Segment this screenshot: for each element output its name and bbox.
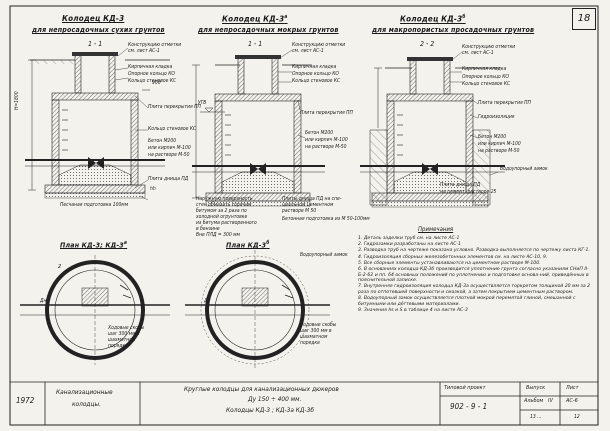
tb-desc-a: Круглые колодцы для канализационных дюке… [184, 385, 339, 393]
label-rastvor: на растворе М-50 [148, 152, 190, 158]
note-item: 3. Разводка труб на чертеже показана усл… [358, 248, 590, 254]
subtitle-kd3: для непросадочных сухих грунтов [32, 26, 165, 34]
tb-desc-c: Колодцы КД-3 ; КД-3а КД-3б [226, 406, 314, 414]
section-mark-1: 1 - 1 [88, 40, 103, 48]
label-kirpich-b: или кирпич М-100 [478, 141, 521, 147]
label-pesch-podg: Песчаная подготовка 100мм [60, 202, 129, 208]
sheet-frame [9, 5, 599, 426]
tb-sheet-code: АС-6 [566, 398, 578, 404]
label-beton-b: Бетон М200 [478, 134, 507, 140]
tb-desc-b: Ду 150 ÷ 400 мм. [248, 395, 302, 403]
plan-kd3b [185, 250, 330, 370]
label-opor-kolco: Опорное кольцо КО [128, 71, 175, 77]
section-kd3a [192, 49, 325, 207]
label-opor-kolco-a: Опорное кольцо КО [292, 71, 339, 77]
label-kolco-sten2: Кольцо стеновое КС [148, 126, 197, 132]
note-item: 7. Внутренняя гидроизоляция колодца КД-3… [358, 284, 591, 295]
tb-bottom-num: 12 [574, 414, 580, 420]
tb-vyp-label: Выпуск [526, 385, 546, 391]
label-cement: на цемент. растворе 25 [440, 189, 497, 195]
notes-list: 1. Деталь заделки труб см. на листе АС-1… [358, 236, 596, 314]
label-h900: 900 [152, 80, 161, 86]
tb-project-num: 902 - 9 - 1 [450, 402, 488, 411]
title-block [10, 381, 598, 425]
subtitle-kd3a: для непросадочных мокрых грунтов [198, 26, 339, 34]
label-plita-perekr-b: Плита перекрытия ПП [478, 100, 531, 106]
label-kolco-sten-b: Кольцо стеновое КС [462, 81, 511, 87]
tb-album: Альбом [524, 398, 544, 404]
label-plita-perekr: Плита перекрытия ПП [148, 104, 201, 110]
note-item: 4. Гидроизоляция сборных железобетонных … [358, 254, 548, 260]
tb-vyp-value: Лист [566, 385, 579, 391]
tb-project-label: Типовой проект [444, 385, 486, 391]
subtitle-kd3b: для макропористых просадочных грунтов [372, 26, 535, 34]
label-kolco-sten: Кольцо стеновое КС [128, 78, 177, 84]
label-vodoupor: Водоупорный замок [500, 166, 548, 172]
label-beton: Бетон М200 [148, 138, 177, 144]
note-item: 2. Гидрозамки разработаны на листе АС-1 [358, 242, 461, 248]
label-hh: hh [150, 186, 156, 192]
label-gidroiz: Гидроизоляция [478, 114, 515, 120]
title-kd3: Колодец КД-3 [62, 14, 125, 23]
plan-title-1: План КД-3; КД-3а [60, 240, 128, 250]
note-item: 5. Все сборные элементы устанавливаются … [358, 260, 541, 266]
plan-kd3: 2 [20, 255, 170, 365]
label-kirpich-a: или кирпич М-100 [305, 137, 348, 143]
note-item: 1. Деталь заделки труб см. на листе АС-1 [358, 236, 460, 241]
section-mark-1b: 1 - 1 [248, 40, 263, 48]
note-item: 6. В основаниях колодца КД-3б производит… [358, 266, 589, 284]
plan-title-2: План КД-3б [226, 240, 270, 250]
plan-label-dn: Дн [40, 298, 47, 304]
label-kirpich: или кирпич М-100 [148, 145, 191, 151]
label-rastvor-a: на растворе М-50 [305, 144, 347, 150]
label-h1800: Н=1800 [14, 91, 20, 110]
section-kd3 [25, 47, 170, 201]
tb-name-b: колодцы. [72, 400, 101, 408]
svg-text:2: 2 [58, 264, 61, 270]
label-rastvor-b: на растворе М-50 [478, 148, 520, 154]
label-beton-a: Бетон М200 [305, 130, 334, 136]
title-kd3a: Колодец КД-3а [222, 14, 288, 24]
section-mark-2: 2 - 2 [420, 40, 435, 48]
label-opor-kolco-b: Опорное кольцо КО [462, 74, 509, 80]
sheet-number: 18 [572, 8, 596, 30]
plan-label-dn2: Ду [204, 298, 211, 304]
label-plita-perekr-a: Плита перекрытия ПП [300, 110, 353, 116]
label-plita-dn: Плита днища ПД [148, 176, 189, 182]
note-item: 9. Значения hs и S в таблице 4 на листе … [358, 307, 468, 313]
label-pesch-podg-50: Бетонная подготовка из М 50-100мм [282, 216, 370, 222]
label-kirp-kladka-a: Кирпичная кладка [292, 64, 337, 70]
label-kolco-sten-a: Кольцо стеновое КС [292, 78, 341, 84]
tb-bottom-code: 13 ... [530, 414, 542, 420]
tb-name-a: Канализационные [56, 388, 113, 396]
plan-label-vodoupor: Водоупорный замок [300, 252, 348, 258]
section-kd3b [360, 51, 505, 208]
tb-album-value: IV [548, 398, 553, 404]
note-item: 8. Водоупорный замок осуществляется плот… [358, 296, 576, 307]
label-otm-dn: Плиты днища ПД на спе-циальном цементном… [282, 196, 342, 214]
notes-heading: Примечания [418, 226, 454, 233]
label-ugv: УГВ [198, 100, 207, 106]
title-kd3b: Колодец КД-3б [400, 14, 466, 24]
tb-year: 1972 [16, 396, 35, 405]
label-kirp-kladka-b: Кирпичная кладка [462, 66, 507, 72]
label-plita-dn-b: Плита днища ПД [440, 182, 481, 188]
label-kirp-kladka: Кирпичная кладка [128, 64, 173, 70]
label-razmer: Вне ПЛД = 300 мм [196, 232, 240, 238]
